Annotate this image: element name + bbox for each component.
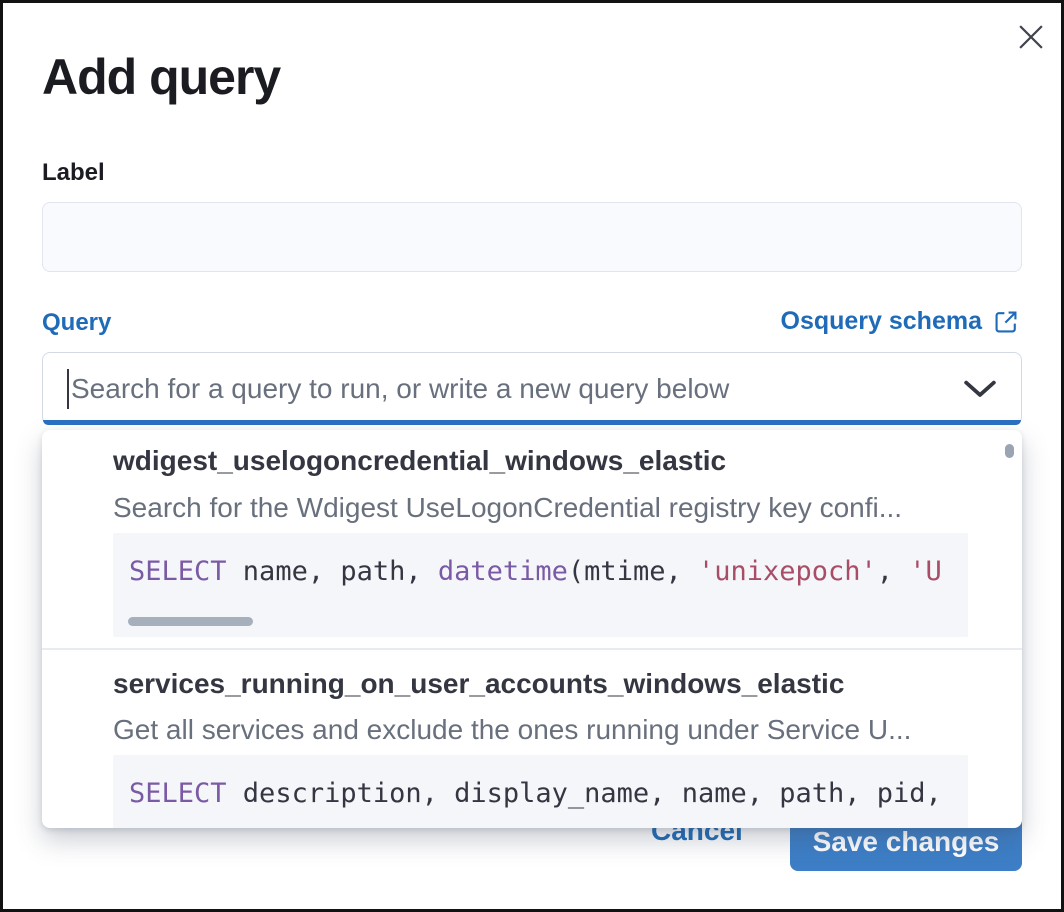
sql-code-line: SELECT name, path, datetime(mtime, 'unix… bbox=[129, 556, 942, 587]
close-button[interactable] bbox=[1009, 15, 1053, 59]
sql-code-line: SELECT description, display_name, name, … bbox=[129, 778, 942, 809]
combobox-focus-underline bbox=[43, 420, 1021, 425]
query-option-description: Get all services and exclude the ones ru… bbox=[113, 714, 912, 745]
modal-title: Add query bbox=[42, 49, 281, 105]
chevron-down-icon[interactable] bbox=[963, 379, 997, 398]
query-option-sql-preview: SELECT description, display_name, name, … bbox=[113, 755, 968, 828]
query-combobox[interactable]: Search for a query to run, or write a ne… bbox=[42, 352, 1022, 425]
query-field-label: Query bbox=[42, 309, 112, 336]
query-option-title: wdigest_uselogoncredential_windows_elast… bbox=[113, 445, 727, 476]
text-cursor-caret bbox=[67, 369, 69, 409]
label-field-label: Label bbox=[42, 159, 105, 186]
query-option-sql-preview: SELECT name, path, datetime(mtime, 'unix… bbox=[113, 533, 968, 637]
vertical-scrollbar-thumb[interactable] bbox=[1005, 444, 1014, 458]
query-combobox-placeholder: Search for a query to run, or write a ne… bbox=[71, 372, 730, 404]
close-icon bbox=[1019, 25, 1043, 49]
query-option-wdigest[interactable]: wdigest_uselogoncredential_windows_elast… bbox=[42, 430, 1022, 648]
external-link-icon bbox=[995, 311, 1017, 332]
query-suggestions-dropdown: wdigest_uselogoncredential_windows_elast… bbox=[42, 430, 1022, 828]
option-divider bbox=[42, 648, 1022, 650]
osquery-schema-link-label: Osquery schema bbox=[780, 307, 983, 335]
label-input[interactable] bbox=[42, 202, 1022, 272]
osquery-schema-link[interactable]: Osquery schema bbox=[781, 307, 1020, 336]
query-option-title: services_running_on_user_accounts_window… bbox=[113, 668, 845, 699]
horizontal-scrollbar-thumb[interactable] bbox=[128, 617, 253, 626]
query-option-description: Search for the Wdigest UseLogonCredentia… bbox=[113, 492, 903, 523]
query-option-services-running[interactable]: services_running_on_user_accounts_window… bbox=[42, 650, 1022, 828]
